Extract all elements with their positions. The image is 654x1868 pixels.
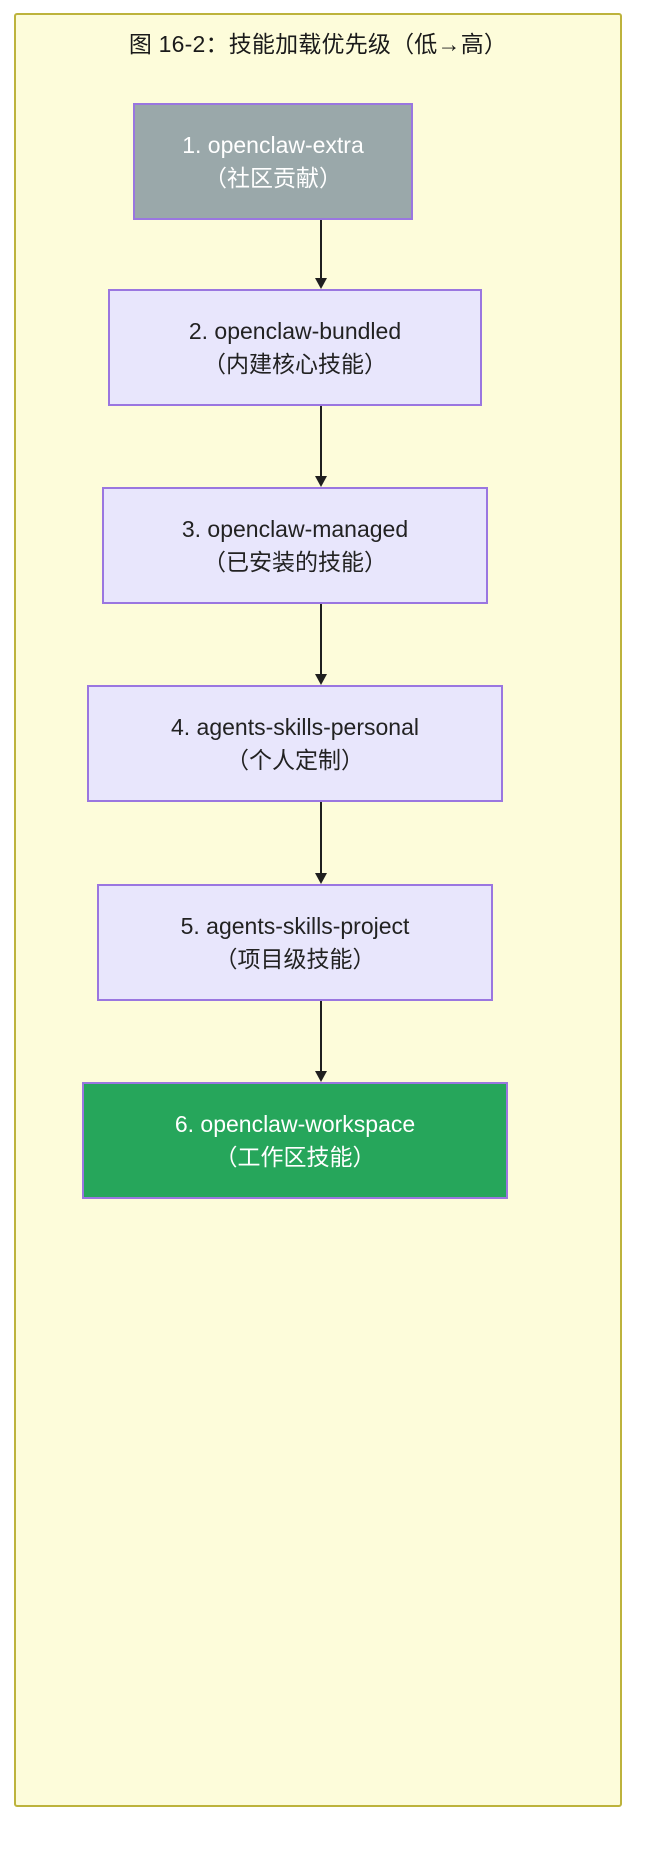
figure-title: 图 16-2：技能加载优先级（低→高） — [128, 31, 508, 57]
flow-node-5-label: 5. agents-skills-project — [180, 912, 410, 939]
edge-stem — [320, 1001, 322, 1071]
flow-node-2-label: 2. openclaw-bundled — [188, 317, 402, 344]
arrowhead-icon — [315, 476, 327, 487]
flow-node-1-sublabel: （社区贡献） — [204, 164, 342, 191]
arrowhead-icon — [315, 1071, 327, 1082]
flow-node-openclaw-managed[interactable]: 3. openclaw-managed （已安装的技能） — [102, 487, 488, 604]
flow-edge-5-to-6 — [315, 1001, 327, 1082]
flow-node-4-label: 4. agents-skills-personal — [170, 713, 419, 740]
flow-edge-2-to-3 — [315, 406, 327, 487]
flow-node-3-label: 3. openclaw-managed — [181, 515, 409, 542]
figure-frame: 图 16-2：技能加载优先级（低→高） 1. openclaw-extra （社… — [14, 13, 622, 1807]
flow-node-2-sublabel: （内建核心技能） — [203, 350, 387, 377]
edge-stem — [320, 802, 322, 873]
flow-node-agents-skills-project[interactable]: 5. agents-skills-project （项目级技能） — [97, 884, 493, 1001]
edge-stem — [320, 220, 322, 278]
flow-node-6-label: 6. openclaw-workspace — [174, 1110, 416, 1137]
arrowhead-icon — [315, 674, 327, 685]
flow-node-6-sublabel: （工作区技能） — [214, 1143, 376, 1170]
flow-node-5-sublabel: （项目级技能） — [214, 945, 376, 972]
flow-node-openclaw-extra[interactable]: 1. openclaw-extra （社区贡献） — [133, 103, 413, 220]
flow-node-4-sublabel: （个人定制） — [226, 746, 364, 773]
flowchart-canvas: 1. openclaw-extra （社区贡献） 2. openclaw-bun… — [16, 15, 620, 1805]
flow-edge-4-to-5 — [315, 802, 327, 884]
flow-node-agents-skills-personal[interactable]: 4. agents-skills-personal （个人定制） — [87, 685, 503, 802]
flow-node-openclaw-workspace[interactable]: 6. openclaw-workspace （工作区技能） — [82, 1082, 508, 1199]
flow-node-1-label: 1. openclaw-extra — [182, 131, 364, 158]
arrowhead-icon — [315, 873, 327, 884]
arrowhead-icon — [315, 278, 327, 289]
flow-node-openclaw-bundled[interactable]: 2. openclaw-bundled （内建核心技能） — [108, 289, 482, 406]
flow-edge-3-to-4 — [315, 604, 327, 685]
edge-stem — [320, 604, 322, 674]
edge-stem — [320, 406, 322, 476]
flow-node-3-sublabel: （已安装的技能） — [203, 548, 387, 575]
flow-edge-1-to-2 — [315, 220, 327, 289]
